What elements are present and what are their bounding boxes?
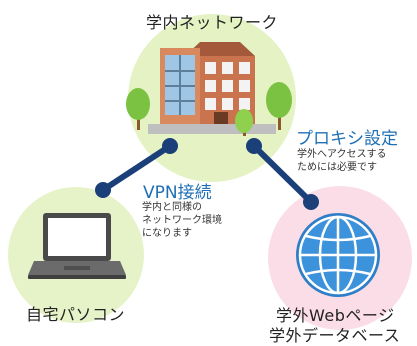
external-label-web: 学外Webページ: [276, 306, 395, 325]
tree-icon: [126, 88, 150, 130]
external-label-db: 学外データベース: [269, 326, 401, 345]
proxy-label: プロキシ設定: [296, 129, 398, 149]
tree-icon: [235, 109, 253, 136]
campus-title: 学内ネットワーク: [146, 13, 279, 32]
vpn-connector: [95, 138, 178, 198]
laptop-icon: [28, 213, 126, 279]
tree-icon: [266, 82, 292, 130]
home-label: 自宅パソコン: [26, 305, 126, 324]
vpn-label: VPN接続: [143, 183, 212, 203]
vpn-note: 学内と同様の ネットワーク環境 になります: [142, 202, 222, 239]
proxy-connector: [246, 138, 319, 210]
proxy-note: 学外へアクセスする ためには必要です: [297, 149, 387, 173]
globe-icon: [296, 213, 380, 297]
building-icon: [148, 42, 276, 134]
